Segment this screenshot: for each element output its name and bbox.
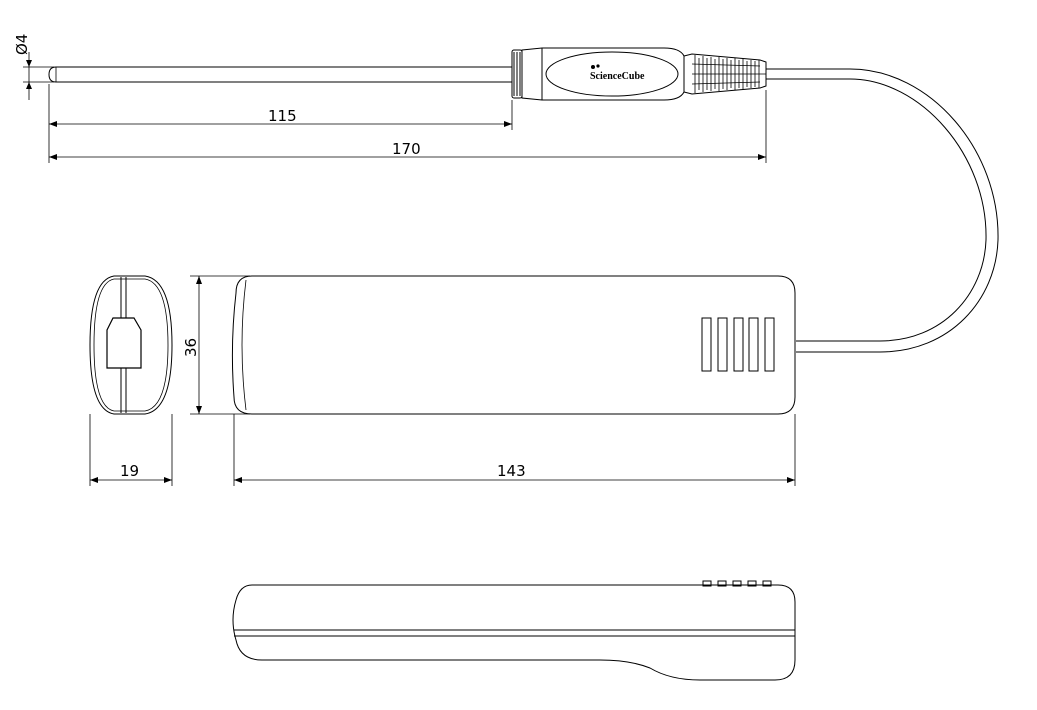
dimension-housing-depth: 19 (89, 414, 173, 486)
probe-rod (48, 66, 512, 83)
dimension-probe-diameter: Ø4 (13, 34, 54, 100)
dimension-probe-total-length: 170 (49, 90, 767, 163)
dim-label-housing-width: 143 (497, 462, 526, 480)
dimension-housing-width: 143 (233, 414, 796, 486)
connector-port (106, 317, 142, 369)
dimension-probe-length: 115 (48, 84, 513, 163)
cable (766, 68, 999, 353)
dim-label-housing-height: 36 (182, 338, 200, 357)
dim-label-probe-diameter: Ø4 (13, 34, 31, 55)
probe-assembly: ScienceCube (48, 47, 999, 353)
dim-label-probe-length: 115 (268, 107, 297, 125)
housing-side-profile (232, 580, 796, 681)
probe-handle: ScienceCube (511, 47, 685, 101)
dimension-housing-height: 36 (182, 275, 250, 415)
housing-front-view (231, 275, 796, 415)
sciencecube-logo: ScienceCube (590, 64, 645, 82)
logo-ellipse (545, 51, 679, 97)
vent-slots (701, 317, 775, 372)
top-vent-slots (702, 580, 772, 587)
dim-label-probe-total-length: 170 (392, 140, 421, 158)
strain-relief (683, 53, 767, 95)
dim-label-housing-depth: 19 (120, 462, 139, 480)
logo-text: ScienceCube (590, 71, 645, 82)
housing-end-view (89, 275, 173, 415)
